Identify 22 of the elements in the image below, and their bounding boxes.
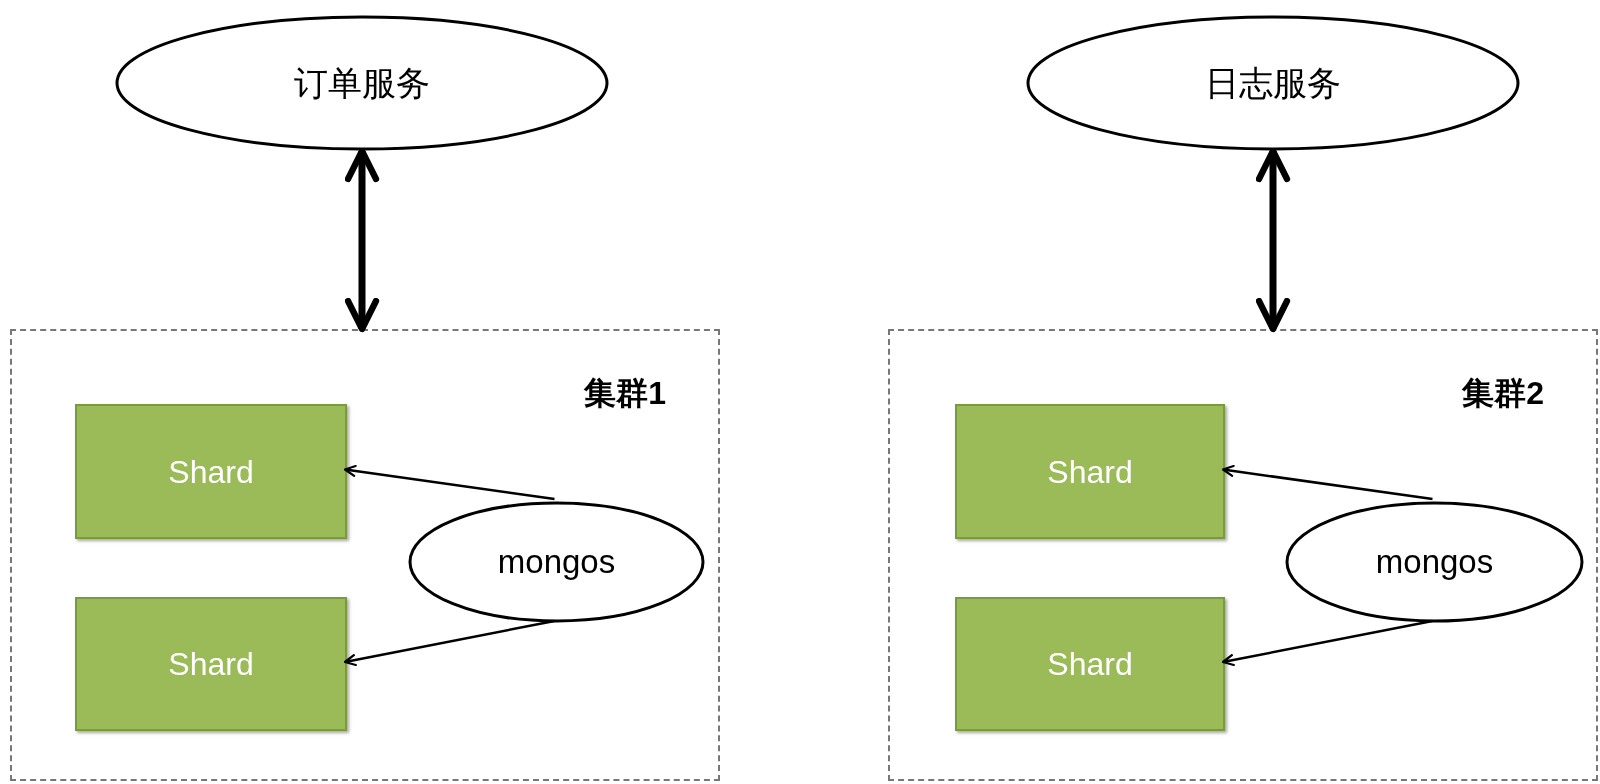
arrow: [1221, 464, 1433, 501]
node-label: mongos: [497, 542, 616, 583]
shard-box: [75, 597, 347, 731]
cluster-boundary: [10, 329, 720, 781]
arrow: [343, 619, 555, 667]
arrow: [1221, 619, 1433, 667]
cluster-title: 集群1: [584, 374, 666, 413]
node-label: mongos: [1375, 542, 1494, 583]
node-label: Shard: [1047, 645, 1133, 684]
arrow: [1255, 147, 1291, 333]
cluster-boundary: [888, 329, 1598, 781]
node-label: Shard: [168, 452, 254, 492]
node-label: 日志服务: [1205, 62, 1341, 104]
shard-box: [75, 404, 347, 539]
node-label: Shard: [168, 645, 254, 684]
arrow: [344, 147, 380, 333]
cluster-title: 集群2: [1462, 374, 1544, 413]
shard-box: [955, 597, 1225, 731]
arrow: [343, 464, 555, 501]
shard-box: [955, 404, 1225, 539]
node-label: 订单服务: [294, 62, 430, 104]
node-label: Shard: [1047, 452, 1133, 492]
